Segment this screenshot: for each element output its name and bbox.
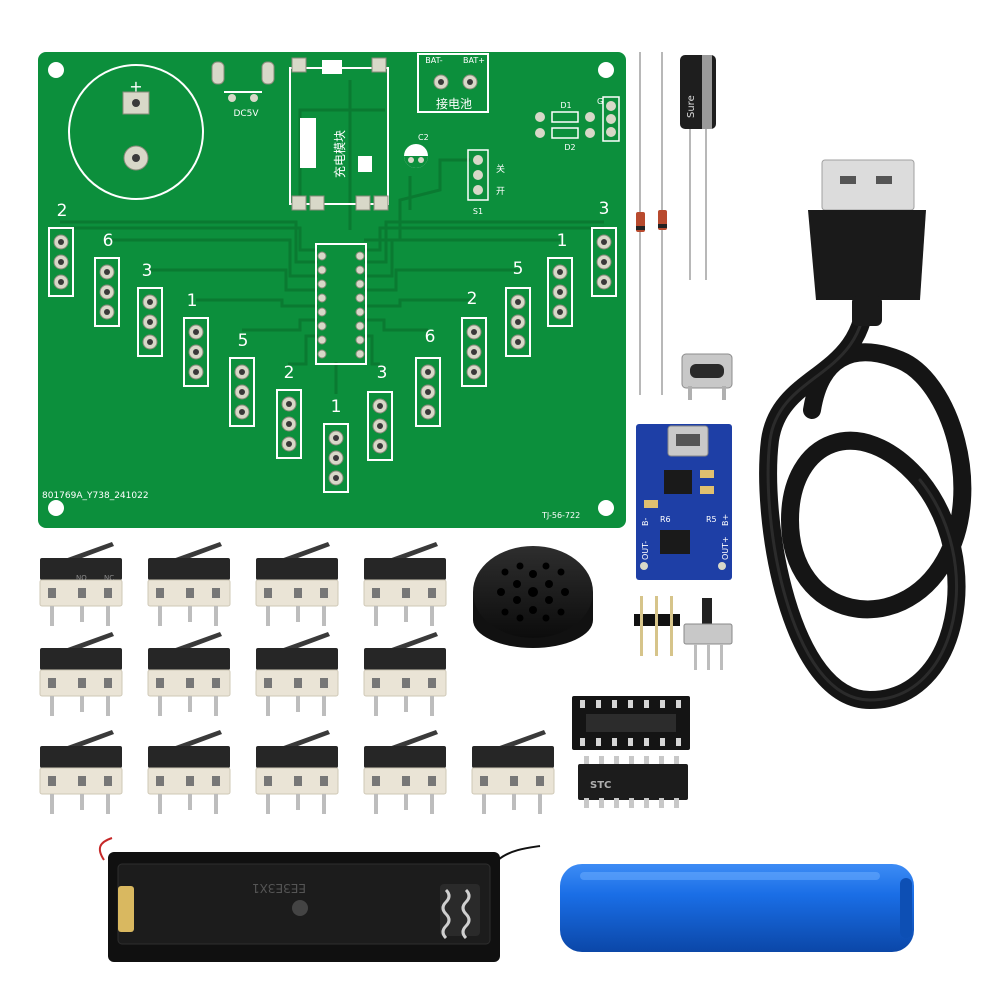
charger-module: R6 R5 OUT+ B+ OUT- B- (636, 424, 732, 580)
out-neg-label: OUT- (641, 541, 650, 560)
off-label: 关 (496, 163, 505, 175)
d2-label: D2 (564, 143, 575, 152)
microswitch (363, 631, 447, 717)
microswitch (147, 729, 231, 815)
r6-label: R6 (660, 515, 671, 524)
ic-footprint (315, 243, 367, 365)
microswitch (39, 541, 123, 627)
key-number: 2 (467, 289, 478, 309)
microswitch (255, 729, 339, 815)
key-number: 6 (103, 231, 114, 251)
s1-label: S1 (473, 207, 483, 216)
pcb-part-number: 801769A_Y738_241022 (42, 491, 149, 501)
diode-footprints: D1 D2 G (535, 96, 620, 152)
battery-holder: ЕЕЗЕЗХ1 (98, 837, 541, 962)
out-pos-label: OUT+ (721, 536, 730, 560)
charge-module-footprint: 充电模块 (289, 57, 389, 211)
r5-label: R5 (706, 515, 717, 524)
pin-header (634, 596, 680, 656)
pcb-board: + DC5V 充电模块 (38, 52, 626, 528)
key-number: 3 (377, 363, 388, 383)
battery-holder-label: ЕЕЗЕЗХ1 (252, 881, 306, 895)
battery-label: 接电池 (436, 96, 472, 111)
key-number: 1 (331, 397, 342, 417)
key-number: 5 (513, 259, 524, 279)
buzzer (473, 546, 593, 648)
key-number: 3 (599, 199, 610, 219)
pcb-board-id: TJ-56-722 (541, 511, 580, 520)
slide-switch (683, 598, 733, 670)
mounting-hole (598, 500, 614, 516)
key-pads: 2 6 3 1 5 2 1 3 6 2 5 1 3 (48, 199, 617, 493)
pcb-traces (60, 80, 604, 394)
microswitch (39, 729, 123, 815)
capacitor-footprint: C2 (404, 133, 429, 168)
b-pos-label: B+ (721, 514, 730, 526)
key-number: 1 (187, 291, 198, 311)
key-number: 5 (238, 331, 249, 351)
switch-footprint: 关 开 S1 (467, 149, 505, 216)
dc5v-label: DC5V (233, 109, 259, 119)
bat-neg-label: BAT- (425, 56, 442, 65)
electrolytic-capacitor: Sure (680, 55, 716, 280)
key-number: 2 (284, 363, 295, 383)
on-label: 开 (496, 186, 505, 197)
microswitch (255, 631, 339, 717)
c2-label: C2 (418, 133, 429, 142)
diodes (636, 52, 667, 395)
microswitch (363, 729, 447, 815)
ic-label: STC (590, 780, 611, 791)
microswitch (471, 729, 555, 815)
battery-cell (560, 864, 914, 952)
bat-pos-label: BAT+ (463, 56, 485, 65)
b-neg-label: B- (641, 518, 650, 526)
key-number: 6 (425, 327, 436, 347)
key-number: 1 (557, 231, 568, 251)
mounting-hole (48, 62, 64, 78)
capacitor-label: Sure (686, 95, 697, 118)
charge-module-label: 充电模块 (332, 130, 347, 178)
key-number: 2 (57, 201, 68, 221)
microswitch-no-label: NO (76, 574, 87, 582)
microswitch (147, 631, 231, 717)
microswitches: NO NC (39, 541, 555, 815)
mounting-hole (48, 500, 64, 516)
buzzer-footprint (68, 64, 204, 200)
microswitch (147, 541, 231, 627)
usb-c-socket (681, 353, 733, 400)
d1-label: D1 (560, 101, 571, 110)
ic-socket (572, 696, 690, 750)
ic-chip: STC (578, 756, 688, 808)
dc-jack-footprint: DC5V (211, 61, 275, 119)
microswitch-nc-label: NC (104, 574, 114, 582)
microswitch (255, 541, 339, 627)
microswitch (39, 631, 123, 717)
buzzer-plus-label: + (129, 77, 142, 96)
microswitch (363, 541, 447, 627)
battery-connector-footprint: BAT- BAT+ 接电池 (417, 53, 489, 113)
usb-cable (759, 159, 972, 710)
g-label: G (597, 97, 603, 106)
mounting-hole (598, 62, 614, 78)
key-number: 3 (142, 261, 153, 281)
